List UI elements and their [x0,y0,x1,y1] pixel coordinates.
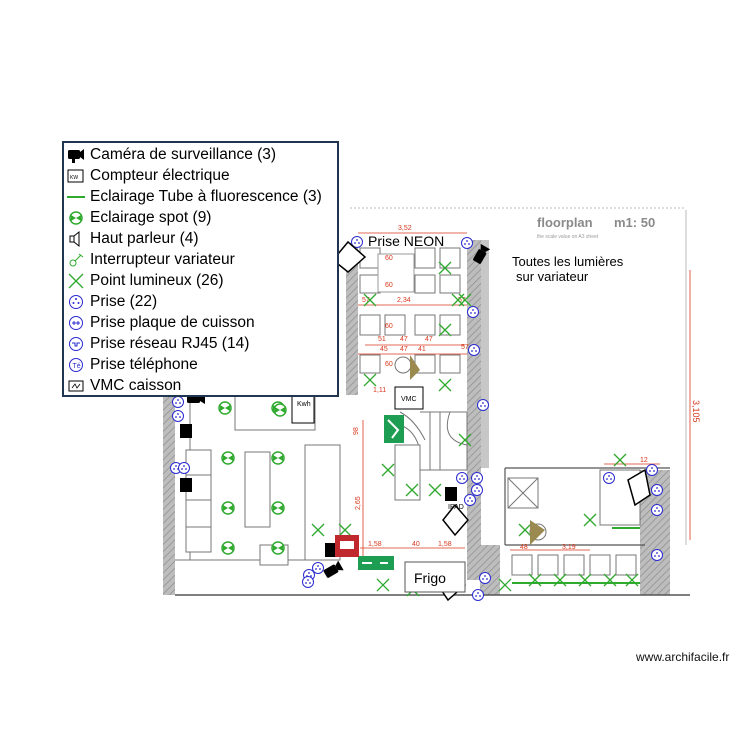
dim-label: 57 [461,344,469,351]
brand-label: floorplan [537,215,593,230]
svg-text:Té: Té [73,363,81,370]
legend-item: Eclairage spot (9) [66,207,337,228]
legend-item-label: Prise plaque de cuisson [90,313,255,331]
light-point-icon [68,273,84,288]
legend-item: Interrupteur variateur [66,249,337,270]
dim-label: 1,58 [368,541,382,548]
dim-label: 3,52 [398,225,412,232]
legend-item: Prise plaque de cuisson [66,312,337,333]
lights-note-line1: Toutes les lumières [512,254,624,269]
dim-label: 60 [385,282,393,289]
dim-label: 1,58 [438,541,452,548]
legend-item: Eclairage Tube à fluorescence (3) [66,186,337,207]
dim-label: 1,11 [373,387,386,394]
vmc-icon [68,380,84,391]
vmc-label: VMC [401,396,417,403]
legend-item-label: Point lumineux (26) [90,271,224,289]
legend-item-label: Prise réseau RJ45 (14) [90,334,250,352]
vmc-box [394,386,424,410]
scale-label: m1: 50 [614,215,655,230]
fixtures [180,355,547,557]
credit-text: www.archifacile.fr [636,650,730,664]
legend-item: VMC caisson [66,375,337,396]
stairs [394,411,468,501]
dim-label: 98 [353,427,360,435]
bottom-right-counter [507,469,641,576]
legend-item-label: Eclairage Tube à fluorescence (3) [90,187,322,205]
dim-label: 60 [385,323,393,330]
dim-label: 2,34 [397,297,411,304]
kitchen-units [185,394,341,566]
legend-item-label: Caméra de surveillance (3) [90,145,277,163]
speaker-icon [69,230,80,247]
dim-label: 48 [520,544,528,551]
kwh-label: Kwh [297,401,311,408]
dim-label: 51 [378,336,386,343]
lights-note-line2: sur variateur [516,269,589,284]
fridge [404,561,466,593]
fluorescent-tube-icon [67,195,85,198]
legend-item: Prise (22) [66,291,337,312]
electric-meter-icon: KW [67,169,84,182]
legend-item-label: VMC caisson [90,376,182,394]
phone-socket-icon: Té [69,357,83,372]
dim-label: 45 [380,346,388,353]
fridge-label: Frigo [414,570,446,586]
dim-label: 57 [458,297,466,304]
cooktop-socket-icon [69,315,83,330]
dim-label: 60 [385,255,393,262]
exit-sign [384,415,404,443]
dim-label: 60 [385,361,393,368]
dim-label: 3,19 [562,544,576,551]
legend-item: Point lumineux (26) [66,270,337,291]
dimension-labels: 3,52 2,34 3,105 1,58 1,58 3,19 2,65 1,11… [353,225,701,551]
legend-item-label: Interrupteur variateur [90,250,235,268]
dim-label: 47 [400,346,408,353]
legend-item: KW Compteur électrique [66,165,337,186]
legend-item: Caméra de surveillance (3) [66,144,337,165]
dim-label: 12 [640,457,648,464]
camera-icon [68,148,84,163]
legend-item: Té Prise téléphone [66,354,337,375]
legend-item: Haut parleur (4) [66,228,337,249]
legend: Caméra de surveillance (3) KW Compteur é… [62,141,339,397]
dim-label: 57 [362,297,370,304]
spotlight-icon [69,210,83,225]
legend-item-label: Haut parleur (4) [90,229,199,247]
exit-sign-bottom [358,556,394,570]
legend-item: Prise réseau RJ45 (14) [66,333,337,354]
rj45-socket-icon [69,336,83,351]
scale-note: the scale value on A3 sheet [537,234,599,240]
legend-item-label: Prise téléphone [90,355,198,373]
socket-icon [69,294,83,309]
dimmer-switch-icon [69,253,84,266]
prise-neon-label: Prise NEON [368,233,444,249]
dim-label: 47 [425,336,433,343]
dimension-lines [358,232,691,560]
legend-item-label: Prise (22) [90,292,158,310]
dim-label: 3,105 [691,400,701,423]
legend-item-label: Eclairage spot (9) [90,208,212,226]
svg-text:KW: KW [70,175,78,181]
dim-label: 40 [412,541,420,548]
dim-label: 41 [418,346,426,353]
dim-label: 2,65 [355,496,362,510]
fluorescent-tubes [512,527,640,584]
legend-item-label: Compteur électrique [90,166,230,184]
seating-area [359,247,461,374]
ipad-label: IPAD [448,504,464,511]
dim-label: 47 [400,336,408,343]
